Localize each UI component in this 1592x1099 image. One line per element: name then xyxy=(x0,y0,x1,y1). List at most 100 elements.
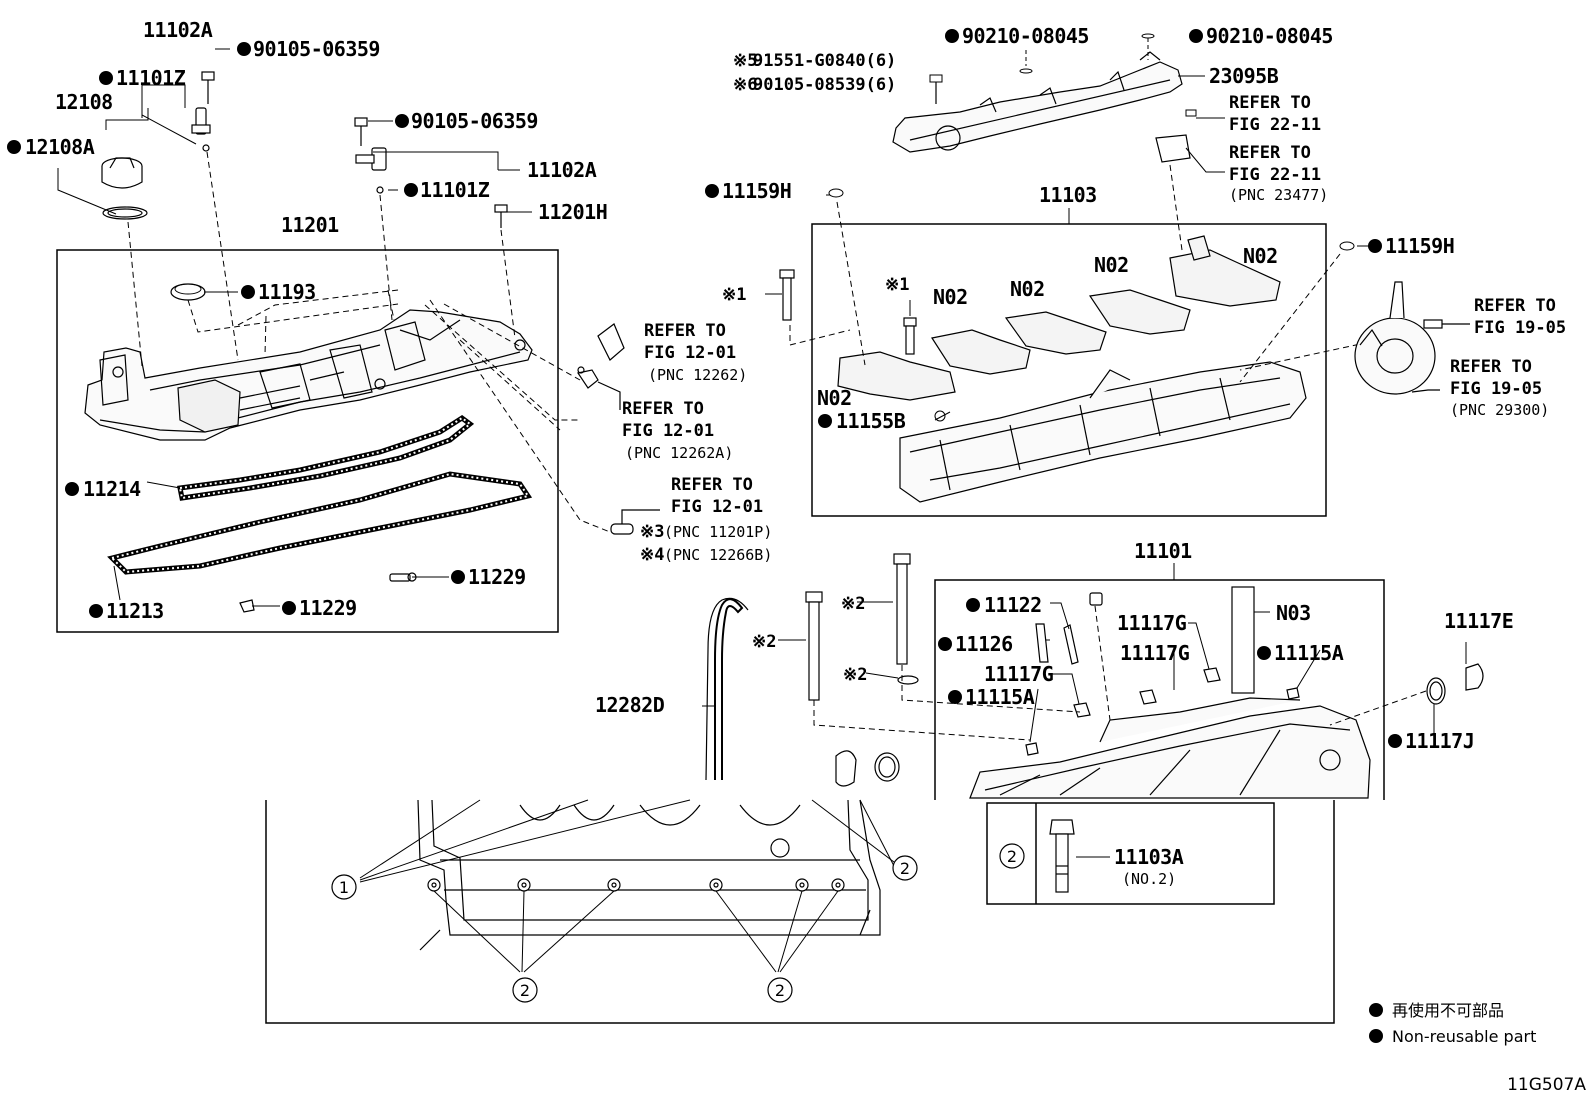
label-N02-c: N02 xyxy=(1094,253,1129,277)
ref-pnc-12262: (PNC 12262) xyxy=(648,366,747,384)
ref-fig-22-11-b: FIG 22-11 xyxy=(1229,165,1321,185)
head-small-parts xyxy=(805,553,1484,756)
diagram-code: 11G507A xyxy=(1507,1075,1586,1095)
sequence-leaders xyxy=(359,799,895,973)
note-3-mark: ※3 xyxy=(640,522,664,542)
label-N02-a: N02 xyxy=(933,285,968,309)
label-12108A: 12108A xyxy=(25,135,95,159)
note-2-mark-c: ※2 xyxy=(843,665,867,685)
dipstick-guide-12282D xyxy=(714,598,744,780)
note-5-code: 91551-G0840(6) xyxy=(753,51,896,71)
label-11102A-mid: 11102A xyxy=(527,158,597,182)
cylinder-block-drawing xyxy=(417,750,900,951)
label-90105-06359-top: 90105-06359 xyxy=(253,37,380,61)
label-11126: 11126 xyxy=(955,632,1013,656)
ref-pnc-29300: (PNC 29300) xyxy=(1450,401,1549,419)
label-11115A-a: 11115A xyxy=(1274,641,1344,665)
note-4-mark: ※4 xyxy=(640,545,664,565)
label-11102A-top: 11102A xyxy=(143,18,213,42)
label-N03: N03 xyxy=(1276,601,1311,625)
label-11117J: 11117J xyxy=(1405,729,1474,753)
label-11101: 11101 xyxy=(1134,539,1192,563)
ref-fig-12-01-b: FIG 12-01 xyxy=(622,421,714,441)
label-11117E: 11117E xyxy=(1444,609,1513,633)
label-23095B: 23095B xyxy=(1209,64,1279,88)
housing-leaders xyxy=(765,194,1376,421)
circled-2-a: 2 xyxy=(900,859,910,878)
label-11201: 11201 xyxy=(281,213,339,237)
circled-2-inset: 2 xyxy=(1007,847,1017,866)
label-11159H-b: 11159H xyxy=(1385,234,1454,258)
gasket-11213 xyxy=(107,471,533,575)
legend-jp: 再使用不可部品 xyxy=(1392,1001,1504,1020)
cylinder-head-cover-drawing xyxy=(84,309,533,441)
note-1-mark-b: ※1 xyxy=(885,275,909,295)
cover-group xyxy=(56,48,611,633)
block-frame xyxy=(265,800,1335,1024)
ref-fig-19-05-b: FIG 19-05 xyxy=(1450,379,1542,399)
ref-fig-12-01-c: FIG 12-01 xyxy=(671,497,763,517)
vacuum-pump xyxy=(1354,281,1470,395)
sensor-11102A xyxy=(191,71,508,228)
cylinder-head-group xyxy=(702,553,1484,800)
note-1-mark-a: ※1 xyxy=(722,285,746,305)
label-11201H: 11201H xyxy=(538,200,607,224)
label-11122: 11122 xyxy=(984,593,1042,617)
refer-to-6: REFER TO xyxy=(622,399,704,419)
oil-pipe-23095B xyxy=(892,51,1183,153)
ref-fig-12-01-a: FIG 12-01 xyxy=(644,343,736,363)
label-11103A: 11103A xyxy=(1114,845,1184,869)
note-5-mark: ※5 xyxy=(733,51,757,71)
bearing-caps-N02 xyxy=(837,235,1281,401)
ref-pnc-23477: (PNC 23477) xyxy=(1229,186,1328,204)
head-leaders xyxy=(702,601,1467,743)
cover-frame xyxy=(56,249,559,633)
inset-frame xyxy=(986,802,1275,905)
label-11229-a: 11229 xyxy=(468,565,526,589)
ref-pnc-12262A: (PNC 12262A) xyxy=(625,444,733,462)
label-11115A-b: 11115A xyxy=(965,685,1035,709)
refer-to-1: REFER TO xyxy=(1229,93,1311,113)
label-11103A-sub: (NO.2) xyxy=(1122,870,1176,888)
label-N02-d: N02 xyxy=(1243,244,1278,268)
circled-2-b: 2 xyxy=(520,981,530,1000)
bolts-note1 xyxy=(779,269,917,355)
label-11213: 11213 xyxy=(106,599,164,623)
ref-fig-22-11-a: FIG 22-11 xyxy=(1229,115,1321,135)
label-11117G-b: 11117G xyxy=(1117,611,1187,635)
camshaft-housing-drawing xyxy=(899,361,1307,503)
label-N02-e: N02 xyxy=(817,386,852,410)
refer-to-3: REFER TO xyxy=(1474,296,1556,316)
note-6-code: 90105-08539(6) xyxy=(753,75,896,95)
non-reusable-dots xyxy=(7,29,1402,1043)
circled-2-c: 2 xyxy=(775,981,785,1000)
label-90105-06359-mid: 90105-06359 xyxy=(411,109,538,133)
cover-leaders xyxy=(57,48,532,607)
refer-to-4: REFER TO xyxy=(1450,357,1532,377)
legend-en: Non-reusable part xyxy=(1392,1027,1536,1046)
label-12108: 12108 xyxy=(55,90,113,114)
label-11101Z-mid: 11101Z xyxy=(420,178,490,202)
cylinder-head-drawing xyxy=(969,697,1371,799)
label-11159H-a: 11159H xyxy=(722,179,791,203)
refer-to-7: REFER TO xyxy=(671,475,753,495)
label-11117G-c: 11117G xyxy=(1120,641,1190,665)
bolt-holes xyxy=(427,878,845,892)
label-11193: 11193 xyxy=(258,280,316,304)
label-11103: 11103 xyxy=(1039,183,1097,207)
refer-to-5: REFER TO xyxy=(644,321,726,341)
note-6-mark: ※6 xyxy=(733,75,757,95)
label-11117G-a: 11117G xyxy=(984,662,1054,686)
label-N02-b: N02 xyxy=(1010,277,1045,301)
oil-cap-12108 xyxy=(101,157,148,220)
label-12282D: 12282D xyxy=(595,693,665,717)
cover-dashed xyxy=(127,151,611,533)
note-2-mark-a: ※2 xyxy=(841,594,865,614)
cam-housing-group xyxy=(765,33,1389,517)
label-90210-08045-b: 90210-08045 xyxy=(1206,24,1333,48)
refer-to-2: REFER TO xyxy=(1229,143,1311,163)
bolt-sequence-group xyxy=(265,750,1335,1024)
label-11214: 11214 xyxy=(83,477,141,501)
